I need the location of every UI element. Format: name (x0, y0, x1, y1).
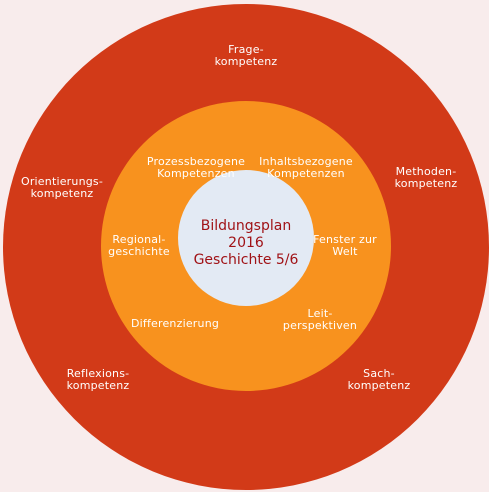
label-orientierungskompetenz: Orientierungs- kompetenz (20, 175, 104, 200)
center-title-line2: 2016 (228, 235, 264, 251)
label-leitperspektiven: Leit- perspektiven (282, 307, 358, 332)
inner-circle (178, 170, 314, 306)
label-methodenkompetenz: Methoden- kompetenz (394, 165, 458, 190)
label-reflexionskompetenz: Reflexions- kompetenz (66, 367, 130, 392)
label-prozessbezogene-kompetenzen: Prozessbezogene Kompetenzen (146, 155, 246, 180)
label-sachkompetenz: Sach- kompetenz (347, 367, 411, 392)
label-regionalgeschichte: Regional- geschichte (108, 233, 170, 258)
center-title: Bildungsplan 2016 Geschichte 5/6 (194, 218, 299, 269)
label-inhaltsbezogene-kompetenzen: Inhaltsbezogene Kompetenzen (259, 155, 353, 180)
center-title-line3: Geschichte 5/6 (193, 252, 299, 268)
label-fenster-zur-welt: Fenster zur Welt (313, 233, 377, 258)
label-differenzierung: Differenzierung (130, 317, 220, 330)
label-fragekompetenz: Frage- kompetenz (214, 43, 278, 68)
center-title-line1: Bildungsplan (200, 218, 292, 234)
